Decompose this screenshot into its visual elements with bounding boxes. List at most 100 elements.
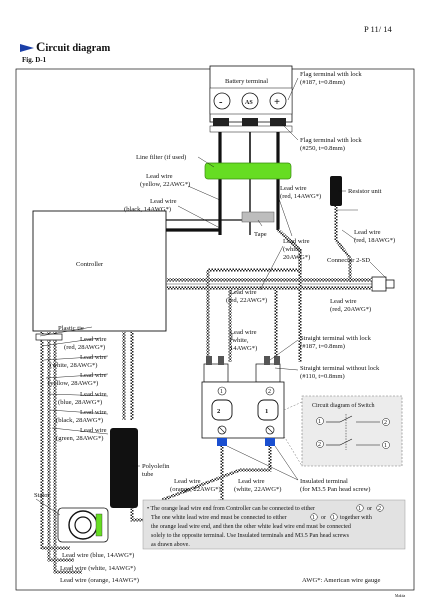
- callout-lead-white14-a: Lead wire: [230, 329, 257, 336]
- tape: [241, 211, 275, 223]
- callout-lead-red28-b: (red, 28AWG*): [64, 344, 105, 351]
- callout-connector: Connector 2-SD: [327, 257, 370, 264]
- callout-lead-white20-b: (white,: [283, 246, 302, 253]
- callout-lead-white14-b: (white,: [230, 337, 249, 344]
- callout-lead-red18-b: (red, 18AWG*): [354, 237, 395, 244]
- switch-body: 1 2 2 1: [201, 356, 285, 446]
- terminal-minus: -: [219, 97, 223, 108]
- note-line-1: • The orange lead wire end from Controll…: [147, 505, 315, 512]
- figure-label: Fig. D-1: [22, 56, 47, 64]
- callout-lead-green28-b: (green, 28AWG*): [56, 435, 103, 442]
- switch-pole-1: 1: [265, 408, 268, 415]
- callout-lead-black28-b: (black, 28AWG*): [56, 417, 103, 424]
- terminal-as: AS: [245, 100, 253, 106]
- callout-plastic-tie: Plastic tie: [58, 325, 84, 332]
- callout-lead-yellow-b: (yellow, 22AWG*): [140, 181, 190, 188]
- svg-text:1: 1: [384, 443, 387, 449]
- callout-straight-nolock-b: (#110, t=0.8mm): [300, 373, 345, 380]
- stator: [57, 507, 109, 543]
- callout-lead-orange22-a: Lead wire: [174, 478, 201, 485]
- callout-lead-white28-a: Lead wire: [80, 354, 107, 361]
- terminal-plus: +: [274, 97, 280, 108]
- note-line-3: the orange lead wire end, and then the o…: [151, 524, 351, 530]
- callout-lead-white14-c: 14AWG*): [230, 345, 257, 352]
- controller-label: Controller: [76, 261, 104, 268]
- insulated-terminal-left: [217, 438, 227, 446]
- callout-lead-black14-a: Lead wire: [150, 198, 177, 205]
- callout-lead-white14b: Lead wire (white, 14AWG*): [60, 565, 136, 572]
- svg-text:2: 2: [384, 420, 387, 426]
- note-box: • The orange lead wire end from Controll…: [142, 499, 406, 550]
- note-mark-1: 1: [358, 506, 361, 512]
- callout-lead-red14-b: (red, 14AWG*): [280, 193, 321, 200]
- awg-footnote: AWG*: American wire gauge: [302, 577, 380, 584]
- svg-text:1: 1: [318, 419, 321, 425]
- note-mark-2: 2: [378, 506, 381, 512]
- callout-lead-white22-a: Lead wire: [238, 478, 265, 485]
- callout-lead-yellow28-a: Lead wire: [80, 372, 107, 379]
- note-line-4: solely to the opposite terminal. Use Ins…: [151, 533, 350, 539]
- callout-lead-red28-a: Lead wire: [80, 336, 107, 343]
- callout-straight-lock-a: Straight terminal with lock: [300, 335, 372, 342]
- callout-lead-white28-b: (white, 28AWG*): [50, 362, 97, 369]
- callout-stator: Stator: [34, 492, 51, 499]
- callout-flag-lock-250-b: (#250, t=0.8mm): [300, 145, 345, 152]
- switch-mark-2: 2: [268, 389, 271, 395]
- callout-flag-lock-187-a: Flag terminal with lock: [300, 71, 362, 78]
- polyolefin-tube: [110, 428, 138, 508]
- page-number: P 11/ 14: [364, 24, 392, 34]
- callout-flag-lock-250-a: Flag terminal with lock: [300, 137, 362, 144]
- note-line-2: The one white lead wire end must be conn…: [151, 515, 287, 521]
- harness-wires: [40, 268, 372, 574]
- note-line-5: as drawn above.: [151, 542, 190, 548]
- insulated-terminal-right: [265, 438, 275, 446]
- callout-lead-yellow-a: Lead wire: [146, 173, 173, 180]
- note-or-1: or: [367, 506, 372, 512]
- callout-lead-blue14: Lead wire (blue, 14AWG*): [62, 552, 134, 559]
- note-mark-3: 1: [312, 515, 315, 521]
- note-together: together with: [340, 515, 372, 521]
- callout-lead-blue28-a: Lead wire: [80, 391, 107, 398]
- note-or-2: or: [321, 515, 326, 521]
- heading-arrow-icon: [20, 44, 34, 52]
- switch-inset: Circuit diagram of Switch 1 2 2 1: [283, 395, 403, 467]
- callout-lead-red14-a: Lead wire: [280, 185, 307, 192]
- resistor-unit: [330, 176, 358, 259]
- leader-lines: [35, 77, 387, 516]
- callout-line-filter: Line filter (if used): [136, 154, 186, 161]
- callout-flag-lock-187-b: (#187, t=0.8mm): [300, 79, 345, 86]
- callout-polyolefin-a: Polyolefin: [142, 463, 170, 470]
- callout-lead-white22-b: (white, 22AWG*): [234, 486, 281, 493]
- callout-lead-green28-a: Lead wire: [80, 427, 107, 434]
- note-mark-4: 1: [332, 515, 335, 521]
- callout-resistor: Resistor unit: [348, 188, 382, 195]
- controller-box: [32, 210, 167, 332]
- callout-lead-black28-a: Lead wire: [80, 409, 107, 416]
- callout-insulated-a: Insulated terminal: [300, 478, 348, 485]
- callout-straight-lock-b: (#187, t=0.8mm): [300, 343, 345, 350]
- callout-lead-black14-b: (black, 14AWG*): [124, 206, 171, 213]
- callout-lead-blue28-b: (blue, 28AWG*): [58, 399, 102, 406]
- callout-straight-nolock-a: Straight terminal without lock: [300, 365, 380, 372]
- callout-lead-red20-a: Lead wire: [330, 298, 357, 305]
- connector-2sd: [348, 258, 395, 292]
- callout-polyolefin-b: tube: [142, 471, 153, 478]
- maker-stamp: Makita: [395, 594, 406, 598]
- callout-lead-white20-a: Lead wire: [283, 238, 310, 245]
- callout-lead-red22-b: (red, 22AWG*): [226, 297, 267, 304]
- callout-lead-orange22-b: (orange, 22AWG*): [170, 486, 221, 493]
- page-title: Circuit diagram: [36, 39, 110, 54]
- callout-insulated-b: (for M3.5 Pan head screw): [300, 486, 371, 493]
- callout-tape: Tape: [254, 231, 267, 238]
- svg-text:Battery terminal: Battery terminal: [225, 78, 268, 85]
- callout-lead-white20-c: 20AWG*): [283, 254, 310, 261]
- callout-lead-red18-a: Lead wire: [354, 229, 381, 236]
- plastic-tie: [35, 333, 63, 341]
- svg-text:2: 2: [318, 442, 321, 448]
- battery-wires: [166, 132, 302, 273]
- callout-lead-yellow28-b: (yellow, 28AWG*): [48, 380, 98, 387]
- callout-lead-red20-b: (red, 20AWG*): [330, 306, 371, 313]
- line-filter: [204, 162, 292, 180]
